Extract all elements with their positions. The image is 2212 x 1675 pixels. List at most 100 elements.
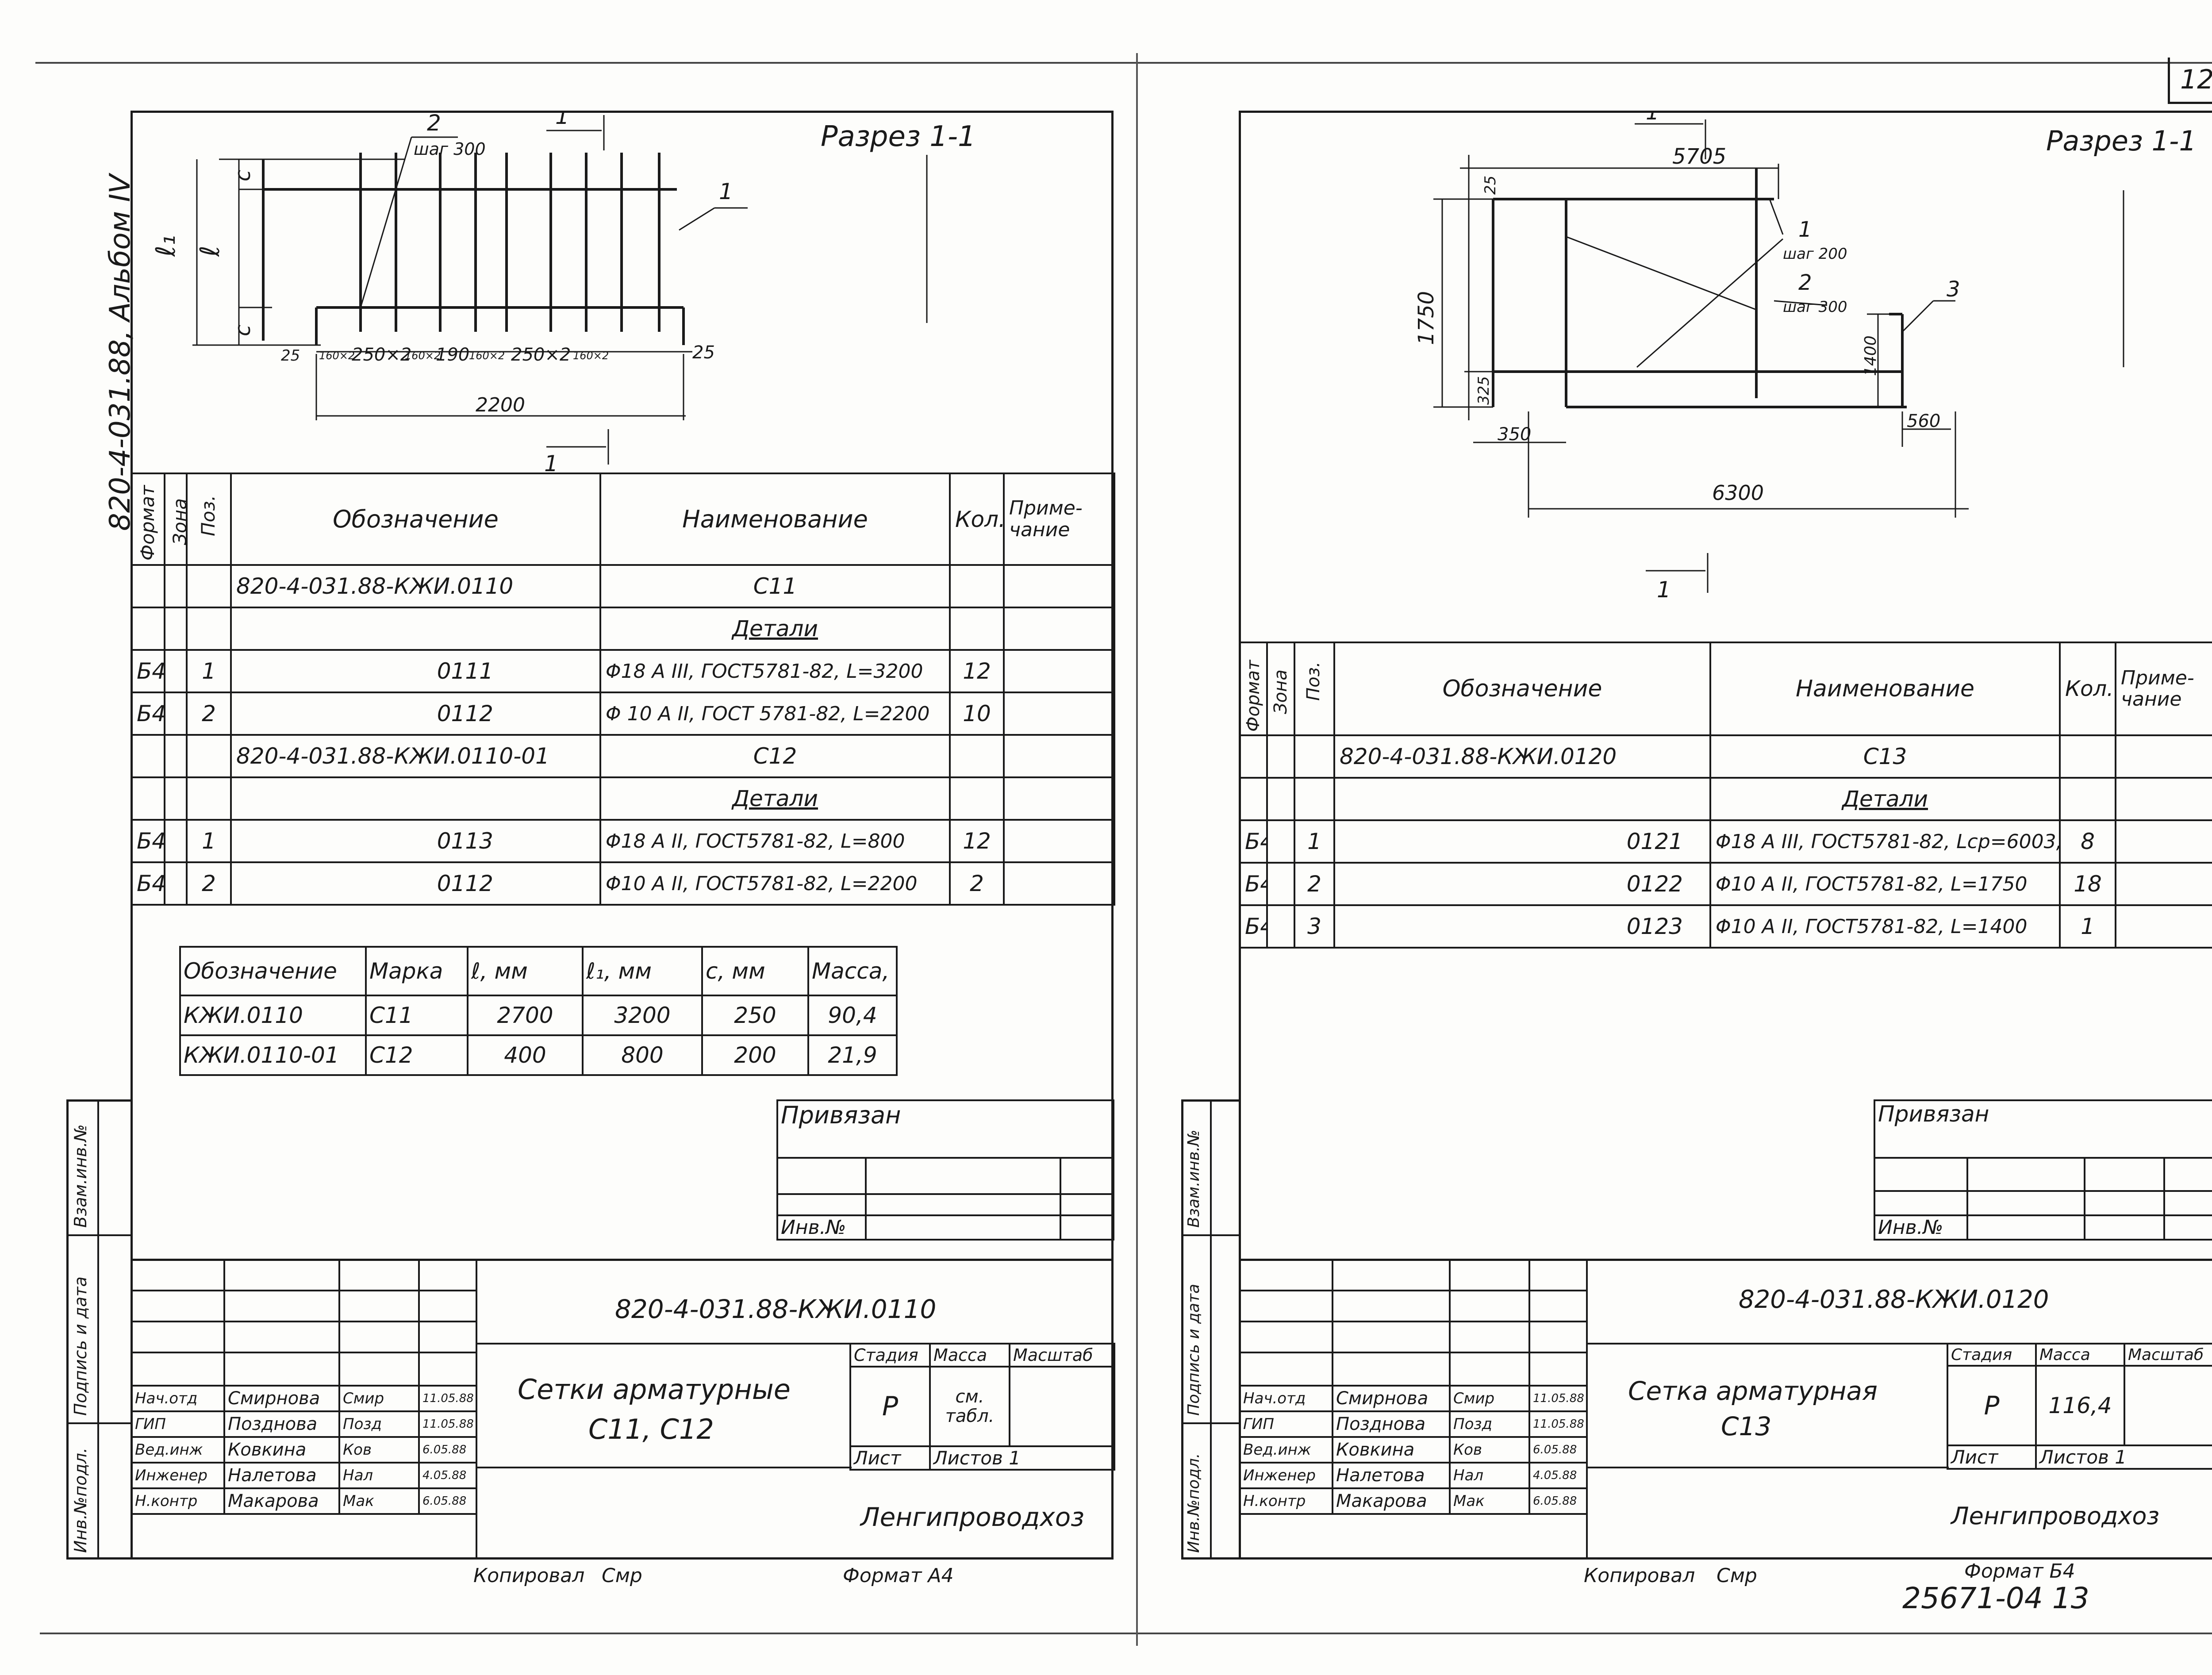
spec-cell-zone: [164, 564, 188, 608]
right-dim-6300: 6300: [1712, 481, 1764, 505]
spec-cell-note: [1003, 776, 1115, 821]
params-cell: 90,4: [807, 995, 898, 1036]
right-spec-table: Формат Зона Поз. Обозначение Наименовани…: [1239, 642, 2212, 949]
spec-cell-note: [1003, 564, 1115, 608]
spec-cell-pos: 1: [186, 649, 232, 693]
signer-name: Позднова: [223, 1410, 340, 1438]
spec-cell-format: [131, 564, 165, 608]
spec-cell-qty: 12: [949, 649, 1005, 693]
spec-cell-note: [1003, 692, 1115, 736]
signer-role: Н.контр: [1239, 1487, 1333, 1515]
signer-date: 6.05.88: [418, 1436, 477, 1464]
right-title-block: [1239, 1259, 2212, 1562]
signer-sign: Смир: [1449, 1385, 1530, 1412]
spec-cell-designation: 0113: [230, 819, 601, 863]
left-section-drawing: c ℓ ℓ₁ c 2 шаг 300 1 1 1 25 160×2 250×2 …: [150, 111, 976, 473]
spec-cell-pos: 2: [186, 861, 232, 906]
spec-cell-name: Φ18 A III, ГОСТ5781-82, Lср=6003, Δ=85: [1709, 819, 2061, 864]
spec-cell-zone: [164, 692, 188, 736]
left-dim-190: 190: [436, 345, 469, 365]
right-label-2: 2: [1798, 270, 1812, 295]
left-dim-160b: 160×2: [405, 350, 441, 362]
left-cut-mark-bottom: 1: [544, 451, 558, 473]
signer-name: Смирнова: [223, 1385, 340, 1412]
spec-cell-qty: [949, 776, 1005, 821]
right-title-line2: С13: [1721, 1411, 1772, 1441]
right-section-drawing: 5705 25 1750 325 350 6300 560 1400 1 шаг…: [1414, 111, 2197, 603]
signer-name: Позднова: [1332, 1410, 1451, 1438]
params-header-cell: ℓ₁, мм: [582, 946, 703, 996]
left-hdr-format: Формат: [131, 473, 165, 566]
spec-cell-name: С12: [599, 734, 951, 778]
spec-cell-format: Б4: [1239, 819, 1268, 864]
signer-sign: Мак: [1449, 1487, 1530, 1515]
spec-cell-designation: [1333, 777, 1711, 821]
params-cell: КЖИ.0110: [179, 995, 367, 1036]
spec-cell-name: Детали: [599, 776, 951, 821]
spec-cell-format: Б4: [1239, 904, 1268, 949]
spec-cell-note: [1003, 734, 1115, 778]
params-cell: КЖИ.0110-01: [179, 1034, 367, 1076]
spec-cell-pos: [186, 607, 232, 651]
left-bind-title: Привязан: [776, 1099, 1115, 1159]
params-cell: 21,9: [807, 1034, 898, 1076]
left-format: Формат А4: [843, 1564, 954, 1587]
signer-sign: Нал: [1449, 1462, 1530, 1489]
params-cell: 800: [582, 1034, 703, 1076]
left-hdr-designation: Обозначение: [230, 473, 601, 566]
left-side-label-inv: Инв.№подл.: [71, 1447, 90, 1553]
signer-role: Н.контр: [131, 1487, 225, 1515]
page-number-box: [2168, 58, 2212, 104]
right-dim-25: 25: [1482, 176, 1499, 195]
signer-name: Макарова: [1332, 1487, 1451, 1515]
right-hdr-qty: Кол.: [2059, 642, 2116, 736]
left-side-label-replace: Взам.инв.№: [71, 1124, 90, 1228]
spec-row: Детали: [1239, 777, 2212, 821]
spec-row: Б410121Φ18 A III, ГОСТ5781-82, Lср=6003,…: [1239, 819, 2212, 864]
spec-cell-format: [131, 607, 165, 651]
signer-role: Нач.отд: [1239, 1385, 1333, 1412]
spec-cell-zone: [1266, 862, 1295, 906]
page-number: 12: [2180, 64, 2212, 95]
left-dim-250a: 250×2: [352, 345, 411, 365]
right-copied: Копировал: [1584, 1564, 1695, 1587]
spec-cell-name: Φ10 A II, ГОСТ5781-82, L=1400: [1709, 904, 2061, 949]
signer-date: 11.05.88: [1528, 1385, 1588, 1412]
signer-date: 6.05.88: [418, 1487, 477, 1515]
spec-cell-designation: 820-4-031.88-КЖИ.0110-01: [230, 734, 601, 778]
spec-cell-designation: 820-4-031.88-КЖИ.0110: [230, 564, 601, 608]
right-sheet-lbl: Лист: [1947, 1444, 2037, 1470]
right-step-200: шаг 200: [1783, 245, 1847, 263]
right-inv-label: Инв.№: [1874, 1214, 1968, 1241]
spec-cell-qty: [2059, 734, 2116, 779]
spec-cell-note: [2115, 862, 2212, 906]
spec-cell-name: Детали: [599, 607, 951, 651]
spec-cell-zone: [164, 861, 188, 906]
signer-sign: Ков: [1449, 1436, 1530, 1464]
signer-date: 11.05.88: [418, 1385, 477, 1412]
spec-cell-qty: [949, 607, 1005, 651]
left-dim-25a: 25: [281, 347, 300, 365]
signer-sign: Смир: [338, 1385, 420, 1412]
params-header-cell: Масса, кг: [807, 946, 898, 996]
left-hdr-zone: Зона: [164, 473, 188, 566]
spec-cell-designation: 0112: [230, 692, 601, 736]
spec-cell-format: [1239, 734, 1268, 779]
spec-cell-format: Б4: [1239, 862, 1268, 906]
left-label-2: 2: [427, 111, 441, 136]
signer-role: Вед.инж: [131, 1436, 225, 1464]
